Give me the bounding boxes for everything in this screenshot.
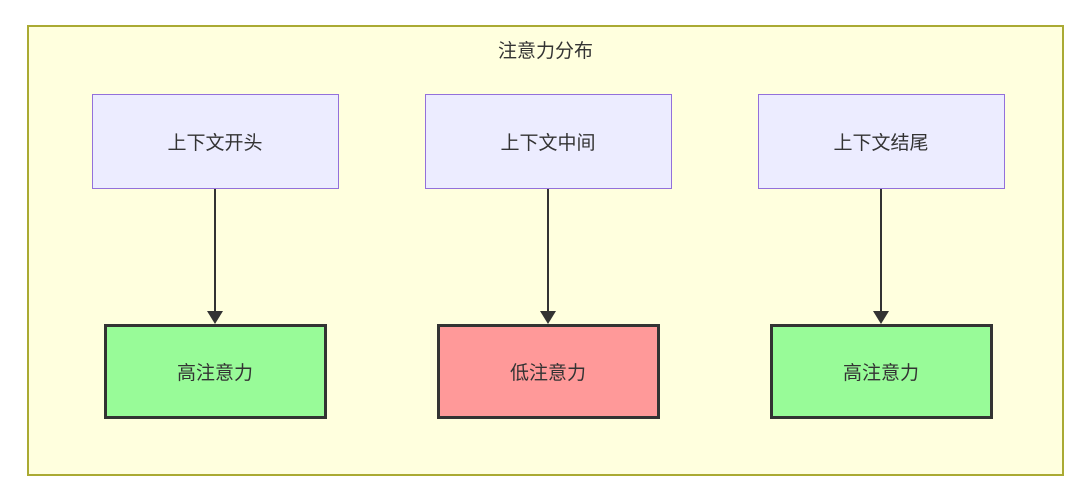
node-context-middle: 上下文中间 <box>424 94 672 189</box>
arrow-down-icon <box>207 189 223 324</box>
node-context-end: 上下文结尾 <box>757 94 1005 189</box>
diagram-title: 注意力分布 <box>497 41 593 62</box>
node-high-attention-2: 高注意力 <box>769 324 993 419</box>
column-context-beginning: 上下文开头 高注意力 <box>75 94 355 419</box>
column-context-end: 上下文结尾 高注意力 <box>741 94 1021 419</box>
arrow-line <box>547 189 549 311</box>
arrow-head-icon <box>540 311 556 324</box>
arrow-down-icon <box>873 189 889 324</box>
node-low-attention: 低注意力 <box>436 324 660 419</box>
attention-distribution-group: 注意力分布 上下文开头 高注意力 上下文中间 低注意力 上下文结尾 <box>27 25 1064 476</box>
arrow-head-icon <box>207 311 223 324</box>
node-context-beginning: 上下文开头 <box>91 94 339 189</box>
arrow-line <box>880 189 882 311</box>
column-context-middle: 上下文中间 低注意力 <box>408 94 688 419</box>
node-high-attention-1: 高注意力 <box>103 324 327 419</box>
arrow-down-icon <box>540 189 556 324</box>
arrow-head-icon <box>873 311 889 324</box>
arrow-line <box>214 189 216 311</box>
